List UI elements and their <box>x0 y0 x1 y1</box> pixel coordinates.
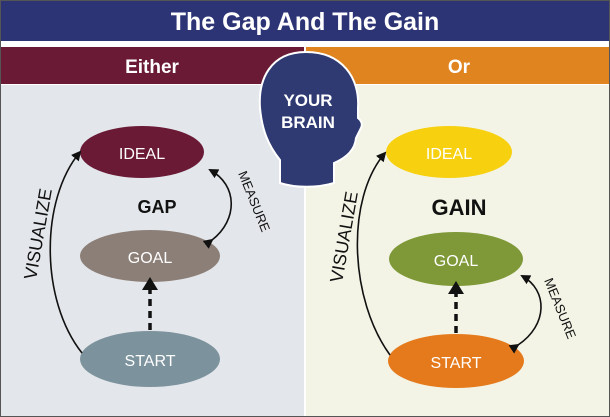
right-goal-ellipse <box>389 232 523 286</box>
left-ideal-label: IDEAL <box>119 146 165 163</box>
left-start-ellipse <box>80 331 220 387</box>
diagram-title: The Gap And The Gain <box>171 8 440 36</box>
left-gap-label: GAP <box>137 197 176 217</box>
left-goal-ellipse <box>80 230 220 282</box>
brain-head-shape <box>258 50 363 188</box>
or-header: Or <box>448 57 471 78</box>
right-ideal-label: IDEAL <box>426 146 472 163</box>
left-goal-label: GOAL <box>128 250 173 267</box>
right-measure-arrow <box>508 275 542 354</box>
either-header-bar <box>1 47 304 84</box>
right-goal-label: GOAL <box>434 253 479 270</box>
right-start-label: START <box>431 355 482 372</box>
left-start-label: START <box>125 353 176 370</box>
right-visualize-arrow <box>356 151 391 356</box>
either-header: Either <box>125 57 179 78</box>
right-dashed-arrowhead <box>448 281 464 294</box>
or-header-bar <box>306 47 609 84</box>
left-measure-arrow <box>202 169 233 249</box>
left-ideal-ellipse <box>80 126 204 178</box>
left-visualize-arrow <box>49 150 83 354</box>
brain-label-line2: BRAIN <box>281 113 335 132</box>
brain-head-icon: YOUR BRAIN <box>258 50 363 188</box>
right-start-ellipse <box>388 334 524 388</box>
right-ideal-ellipse <box>386 126 512 178</box>
brain-label-line1: YOUR <box>283 91 332 110</box>
left-dashed-arrowhead <box>142 277 158 290</box>
right-gain-label: GAIN <box>432 195 487 220</box>
title-bar <box>1 1 609 41</box>
